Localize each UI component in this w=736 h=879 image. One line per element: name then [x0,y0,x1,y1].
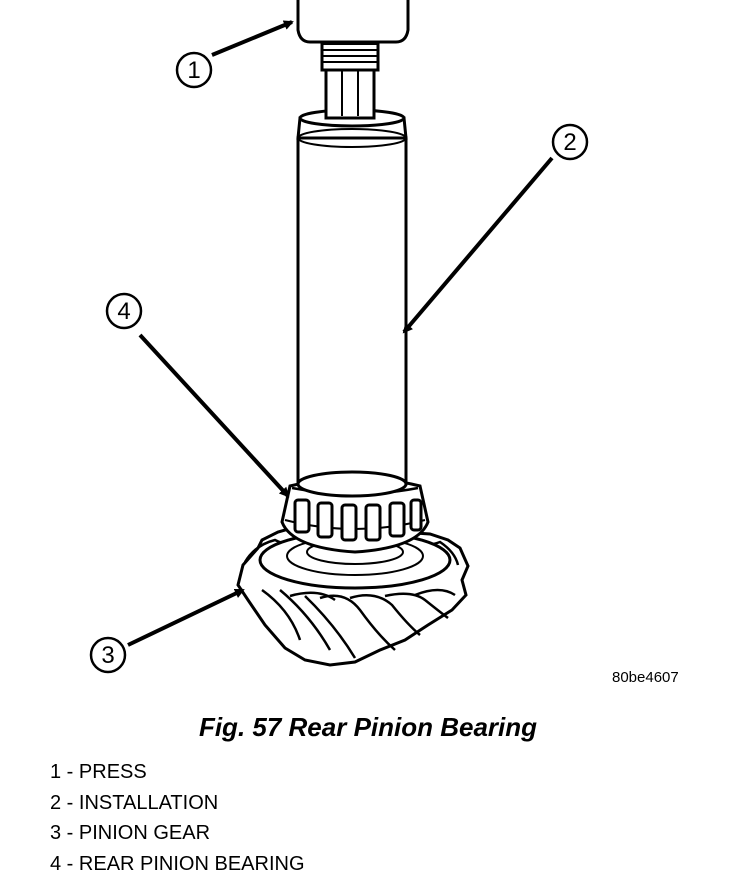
legend-item: 4 - REAR PINION BEARING [50,849,305,879]
callout-3: 3 [91,638,125,672]
callout-1: 1 [177,53,211,87]
legend-number: 1 [50,761,61,783]
legend-label: REAR PINION BEARING [79,853,305,875]
legend-label: PRESS [79,761,147,783]
callout-4: 4 [107,294,141,328]
callout-1-label: 1 [187,57,200,84]
callout-2: 2 [553,125,587,159]
leader-arrow-3 [128,590,243,645]
legend-number: 2 [50,792,61,814]
callout-2-label: 2 [563,129,576,156]
legend-label: INSTALLATION [79,792,218,814]
legend-item: 1 - PRESS [50,757,305,788]
figure-caption: Fig. 57 Rear Pinion Bearing [0,712,736,743]
pinion-bearing-diagram: 1 2 3 4 [0,0,736,700]
leader-arrow-1 [212,22,292,55]
leader-arrow-4 [140,335,288,496]
legend-item: 3 - PINION GEAR [50,818,305,849]
callout-4-label: 4 [117,298,130,325]
legend: 1 - PRESS 2 - INSTALLATION 3 - PINION GE… [50,757,305,879]
callout-3-label: 3 [101,642,114,669]
installation-tool [298,110,406,496]
legend-label: PINION GEAR [79,822,210,844]
image-id: 80be4607 [612,669,679,686]
legend-number: 3 [50,822,61,844]
legend-number: 4 [50,853,61,875]
legend-item: 2 - INSTALLATION [50,788,305,819]
leader-arrow-2 [404,158,552,332]
press [298,0,408,118]
